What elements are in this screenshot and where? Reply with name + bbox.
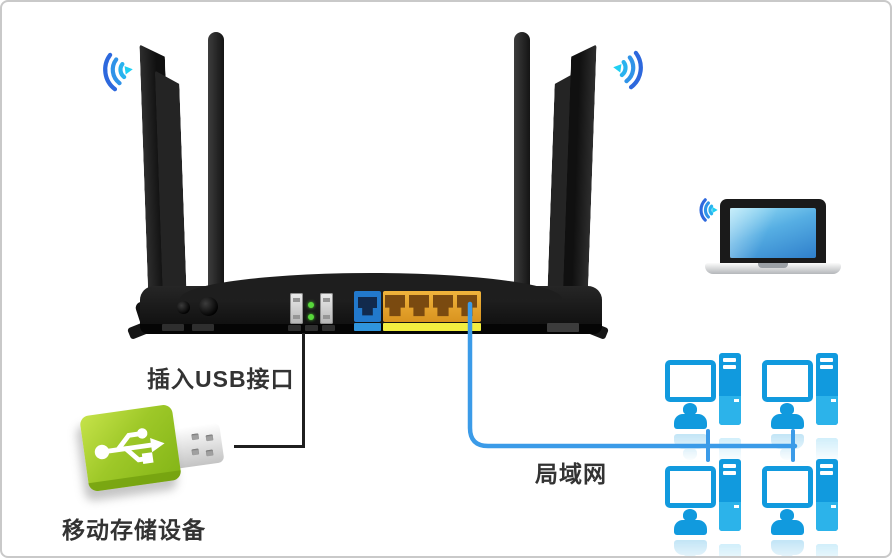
desktop-computer-icon (665, 459, 741, 556)
usb-device-label: 移动存储设备 (62, 517, 206, 543)
panel-label-chip (322, 325, 335, 331)
router-led-green-icon (308, 314, 314, 320)
panel-label-chip (305, 325, 318, 331)
panel-label-chip (192, 324, 214, 331)
lan-label-strip (383, 323, 481, 331)
router-antenna-stick-icon (514, 32, 530, 294)
pc-user-body (771, 414, 804, 429)
pc-user-body (674, 414, 707, 429)
laptop-screen (730, 208, 816, 258)
pc-tower (719, 459, 741, 531)
pc-user-body (771, 520, 804, 535)
router-usb-port-icon (320, 293, 333, 324)
router-usb-port-icon (290, 293, 303, 324)
pc-tower-dash (831, 399, 836, 402)
router-led-green-icon (308, 302, 314, 308)
usb-connector-hole (205, 434, 214, 442)
pc-monitor (665, 466, 716, 508)
pc-user-body (674, 520, 707, 535)
wan-label-strip (354, 323, 381, 331)
router-lan-ports-block (383, 291, 481, 322)
pc-user-head (780, 509, 794, 521)
router-lan-port-icon (457, 295, 477, 317)
router-antenna-stick-icon (208, 32, 224, 294)
usb-storage-icon (79, 403, 182, 493)
router-wan-port-icon (354, 291, 381, 322)
panel-label-chip (288, 325, 301, 331)
desktop-computer-icon (762, 459, 838, 556)
router-reset-button-icon (177, 301, 190, 314)
router-lan-port-icon (385, 295, 405, 317)
wifi-signal-icon (613, 50, 643, 90)
router-power-button-icon (199, 297, 218, 316)
pc-monitor (665, 360, 716, 402)
pc-tower-dash (734, 505, 739, 508)
panel-label-chip (224, 324, 276, 331)
pc-tower-dash (831, 505, 836, 508)
pc-monitor (762, 466, 813, 508)
usb-connector-hole (205, 449, 214, 457)
router-lan-port-icon (433, 295, 453, 317)
desktop-computer-icon (665, 353, 741, 466)
panel-label-chip (162, 324, 184, 331)
desktop-computer-icon (762, 353, 838, 466)
pc-user-head (683, 509, 697, 521)
usb-connector-hole (191, 433, 200, 441)
usb-trident-icon (94, 428, 165, 464)
usb-connector-hole (191, 448, 200, 456)
pc-tower (719, 353, 741, 425)
usb-port-callout-label: 插入USB接口 (147, 366, 295, 392)
pc-tower-dash (734, 399, 739, 402)
lan-label: 局域网 (535, 461, 607, 487)
router-lan-port-icon (409, 295, 429, 317)
wifi-signal-icon (103, 52, 133, 92)
laptop-base (705, 263, 841, 274)
pc-tower (816, 353, 838, 425)
wifi-signal-icon (699, 198, 718, 222)
pc-tower (816, 459, 838, 531)
panel-label-chip (500, 324, 540, 331)
panel-label-chip (547, 323, 579, 332)
pc-monitor (762, 360, 813, 402)
